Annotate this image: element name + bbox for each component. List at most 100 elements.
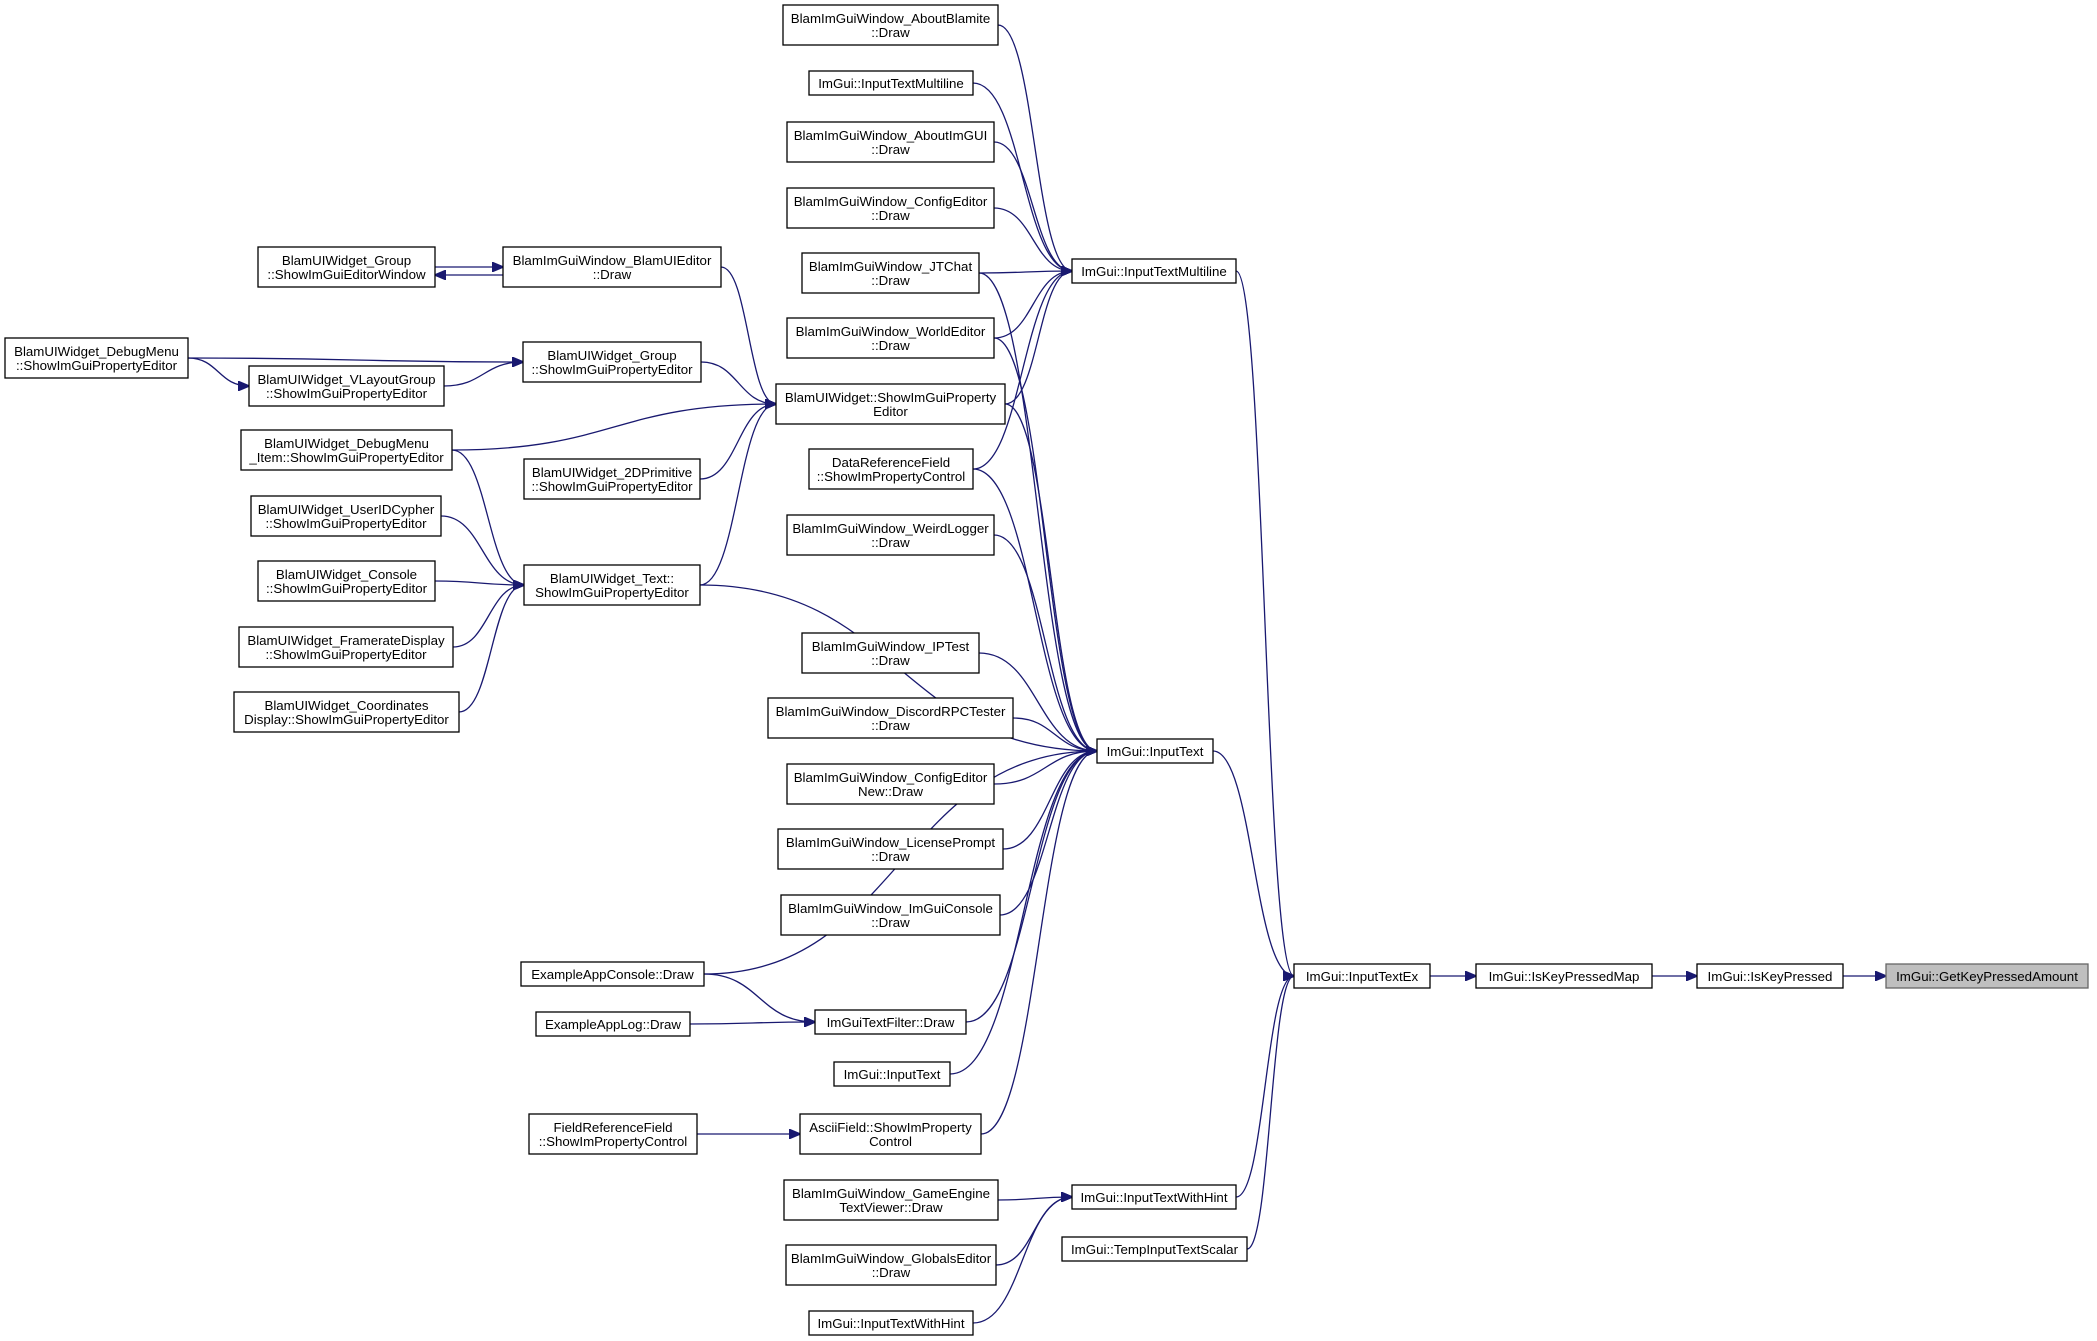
- node-label: BlamImGuiWindow_ConfigEditor: [794, 194, 988, 209]
- node-vlayoutgroup[interactable]: BlamUIWidget_VLayoutGroup::ShowImGuiProp…: [248, 365, 445, 407]
- node-label: BlamImGuiWindow_IPTest: [812, 639, 970, 654]
- node-debugmenu[interactable]: BlamUIWidget_DebugMenu::ShowImGuiPropert…: [4, 337, 189, 379]
- node-label: ::ShowImGuiPropertyEditor: [531, 362, 693, 377]
- node-text_prop[interactable]: BlamUIWidget_Text::ShowImGuiPropertyEdit…: [523, 564, 701, 606]
- node-imguiconsole[interactable]: BlamImGuiWindow_ImGuiConsole::Draw: [780, 894, 1001, 936]
- node-debugmenu_item[interactable]: BlamUIWidget_DebugMenu_Item::ShowImGuiPr…: [240, 429, 453, 471]
- node-gameenginetextviewer[interactable]: BlamImGuiWindow_GameEngineTextViewer::Dr…: [783, 1179, 999, 1221]
- node-box: [786, 187, 995, 229]
- node-label: BlamUIWidget_Coordinates: [264, 698, 428, 713]
- nodes-layer: ImGui::GetKeyPressedAmount ImGui::IsKeyPr…: [4, 4, 2089, 1336]
- node-label: ::Draw: [871, 338, 910, 353]
- node-label: BlamImGuiWindow_BlamUIEditor: [513, 253, 712, 268]
- edge-exampleappconsole-to-imguitextfilter: [703, 973, 815, 1022]
- node-exampleapplog[interactable]: ExampleAppLog::Draw: [535, 1011, 691, 1037]
- edge-vlayoutgroup-to-group_prop: [443, 362, 523, 387]
- node-label: ImGuiTextFilter::Draw: [827, 1015, 955, 1030]
- node-box: [783, 1179, 999, 1221]
- node-weirdlogger[interactable]: BlamImGuiWindow_WeirdLogger::Draw: [786, 514, 995, 556]
- node-label: ImGui::InputTextWithHint: [1080, 1190, 1227, 1205]
- node-itwh_dup[interactable]: ImGui::InputTextWithHint: [808, 1310, 974, 1336]
- node-iptest[interactable]: BlamImGuiWindow_IPTest::Draw: [801, 632, 980, 674]
- node-exampleappconsole[interactable]: ExampleAppConsole::Draw: [520, 961, 705, 987]
- node-inputtextex[interactable]: ImGui::InputTextEx: [1293, 963, 1431, 989]
- node-itm_dup[interactable]: ImGui::InputTextMultiline: [808, 70, 974, 96]
- node-datareferencefield[interactable]: DataReferenceField::ShowImPropertyContro…: [808, 448, 974, 490]
- edge-coordinatesdisplay-to-text_prop: [458, 585, 524, 713]
- node-it_dup[interactable]: ImGui::InputText: [833, 1061, 951, 1087]
- node-label: ::ShowImPropertyControl: [817, 469, 966, 484]
- node-tempinputtextscalar[interactable]: ImGui::TempInputTextScalar: [1061, 1236, 1248, 1262]
- node-label: ::Draw: [593, 267, 632, 282]
- node-group_editorwindow[interactable]: BlamUIWidget_Group::ShowImGuiEditorWindo…: [257, 246, 436, 288]
- node-console_prop[interactable]: BlamUIWidget_Console::ShowImGuiPropertyE…: [257, 560, 436, 602]
- node-box: [814, 1009, 967, 1035]
- node-box: [1061, 1236, 1248, 1262]
- edge-weirdlogger-to-inputtext: [993, 534, 1097, 751]
- node-label: ImGui::IsKeyPressedMap: [1489, 969, 1640, 984]
- node-coordinatesdisplay[interactable]: BlamUIWidget_CoordinatesDisplay::ShowImG…: [233, 691, 460, 733]
- edge-aboutimgui-to-inputtextmultiline: [993, 141, 1072, 271]
- node-label: Control: [869, 1134, 912, 1149]
- edge-asciifield-to-inputtext: [980, 751, 1097, 1135]
- node-frameratedisplay[interactable]: BlamUIWidget_FramerateDisplay::ShowImGui…: [238, 626, 454, 668]
- node-discordrpc[interactable]: BlamImGuiWindow_DiscordRPCTester::Draw: [767, 697, 1014, 739]
- node-inputtextmultiline[interactable]: ImGui::InputTextMultiline: [1071, 258, 1237, 284]
- node-worldeditor[interactable]: BlamImGuiWindow_WorldEditor::Draw: [786, 317, 995, 359]
- node-box: [250, 495, 442, 537]
- node-box: [775, 383, 1006, 425]
- node-inputtext[interactable]: ImGui::InputText: [1096, 738, 1214, 764]
- node-box: [808, 1310, 974, 1336]
- node-showimguipropertyeditor[interactable]: BlamUIWidget::ShowImGuiPropertyEditor: [775, 383, 1006, 425]
- node-box: [4, 337, 189, 379]
- node-iskeypressed[interactable]: ImGui::IsKeyPressed: [1696, 963, 1844, 989]
- node-label: BlamUIWidget_Text::: [550, 571, 674, 586]
- node-label: BlamUIWidget_Group: [547, 348, 676, 363]
- edge-primitive2d-to-showimguipropertyeditor: [699, 404, 776, 480]
- node-box: [1071, 258, 1237, 284]
- node-blamuieditor[interactable]: BlamImGuiWindow_BlamUIEditor::Draw: [502, 246, 722, 288]
- edges-layer: [187, 24, 1886, 1324]
- node-licenseprompt[interactable]: BlamImGuiWindow_LicensePrompt::Draw: [777, 828, 1004, 870]
- node-useridcypher[interactable]: BlamUIWidget_UserIDCypher::ShowImGuiProp…: [250, 495, 442, 537]
- node-label: ::ShowImGuiPropertyEditor: [266, 581, 428, 596]
- node-jtchat[interactable]: BlamImGuiWindow_JTChat::Draw: [801, 252, 980, 294]
- node-label: BlamImGuiWindow_DiscordRPCTester: [776, 704, 1006, 719]
- node-box: [1696, 963, 1844, 989]
- node-aboutimgui[interactable]: BlamImGuiWindow_AboutImGUI::Draw: [786, 121, 995, 163]
- node-box: [1885, 963, 2089, 989]
- node-group_prop[interactable]: BlamUIWidget_Group::ShowImGuiPropertyEdi…: [522, 341, 702, 383]
- edge-aboutblamite-to-inputtextmultiline: [997, 24, 1072, 271]
- edge-debugmenu_item-to-showimguipropertyeditor: [451, 404, 776, 451]
- node-asciifield[interactable]: AsciiField::ShowImPropertyControl: [799, 1113, 982, 1155]
- node-label: BlamUIWidget_VLayoutGroup: [257, 372, 435, 387]
- node-label: DataReferenceField: [832, 455, 950, 470]
- node-iskeypressedmap[interactable]: ImGui::IsKeyPressedMap: [1475, 963, 1653, 989]
- node-box: [786, 763, 995, 805]
- node-box: [801, 252, 980, 294]
- edge-text_prop-to-showimguipropertyeditor: [699, 404, 776, 586]
- node-label: ::ShowImPropertyControl: [539, 1134, 688, 1149]
- node-globalseditor[interactable]: BlamImGuiWindow_GlobalsEditor::Draw: [785, 1244, 997, 1286]
- node-label: _Item::ShowImGuiPropertyEditor: [248, 450, 444, 465]
- node-aboutblamite[interactable]: BlamImGuiWindow_AboutBlamite::Draw: [782, 4, 999, 46]
- node-fieldreferencefield[interactable]: FieldReferenceField::ShowImPropertyContr…: [528, 1113, 698, 1155]
- node-getkeypressedamount[interactable]: ImGui::GetKeyPressedAmount: [1885, 963, 2089, 989]
- node-box: [257, 246, 436, 288]
- node-box: [233, 691, 460, 733]
- edge-debugmenu-to-vlayoutgroup: [187, 357, 249, 386]
- node-configeditor[interactable]: BlamImGuiWindow_ConfigEditor::Draw: [786, 187, 995, 229]
- node-inputtextwithhint[interactable]: ImGui::InputTextWithHint: [1071, 1184, 1237, 1210]
- node-primitive2d[interactable]: BlamUIWidget_2DPrimitive::ShowImGuiPrope…: [523, 458, 701, 500]
- node-box: [833, 1061, 951, 1087]
- node-label: BlamImGuiWindow_WeirdLogger: [792, 521, 989, 536]
- node-box: [782, 4, 999, 46]
- node-label: BlamImGuiWindow_GameEngine: [792, 1186, 990, 1201]
- node-box: [522, 341, 702, 383]
- node-imguitextfilter[interactable]: ImGuiTextFilter::Draw: [814, 1009, 967, 1035]
- node-label: BlamUIWidget::ShowImGuiProperty: [785, 390, 997, 405]
- node-box: [799, 1113, 982, 1155]
- edge-inputtextwithhint-to-inputtextex: [1235, 976, 1294, 1198]
- node-box: [786, 514, 995, 556]
